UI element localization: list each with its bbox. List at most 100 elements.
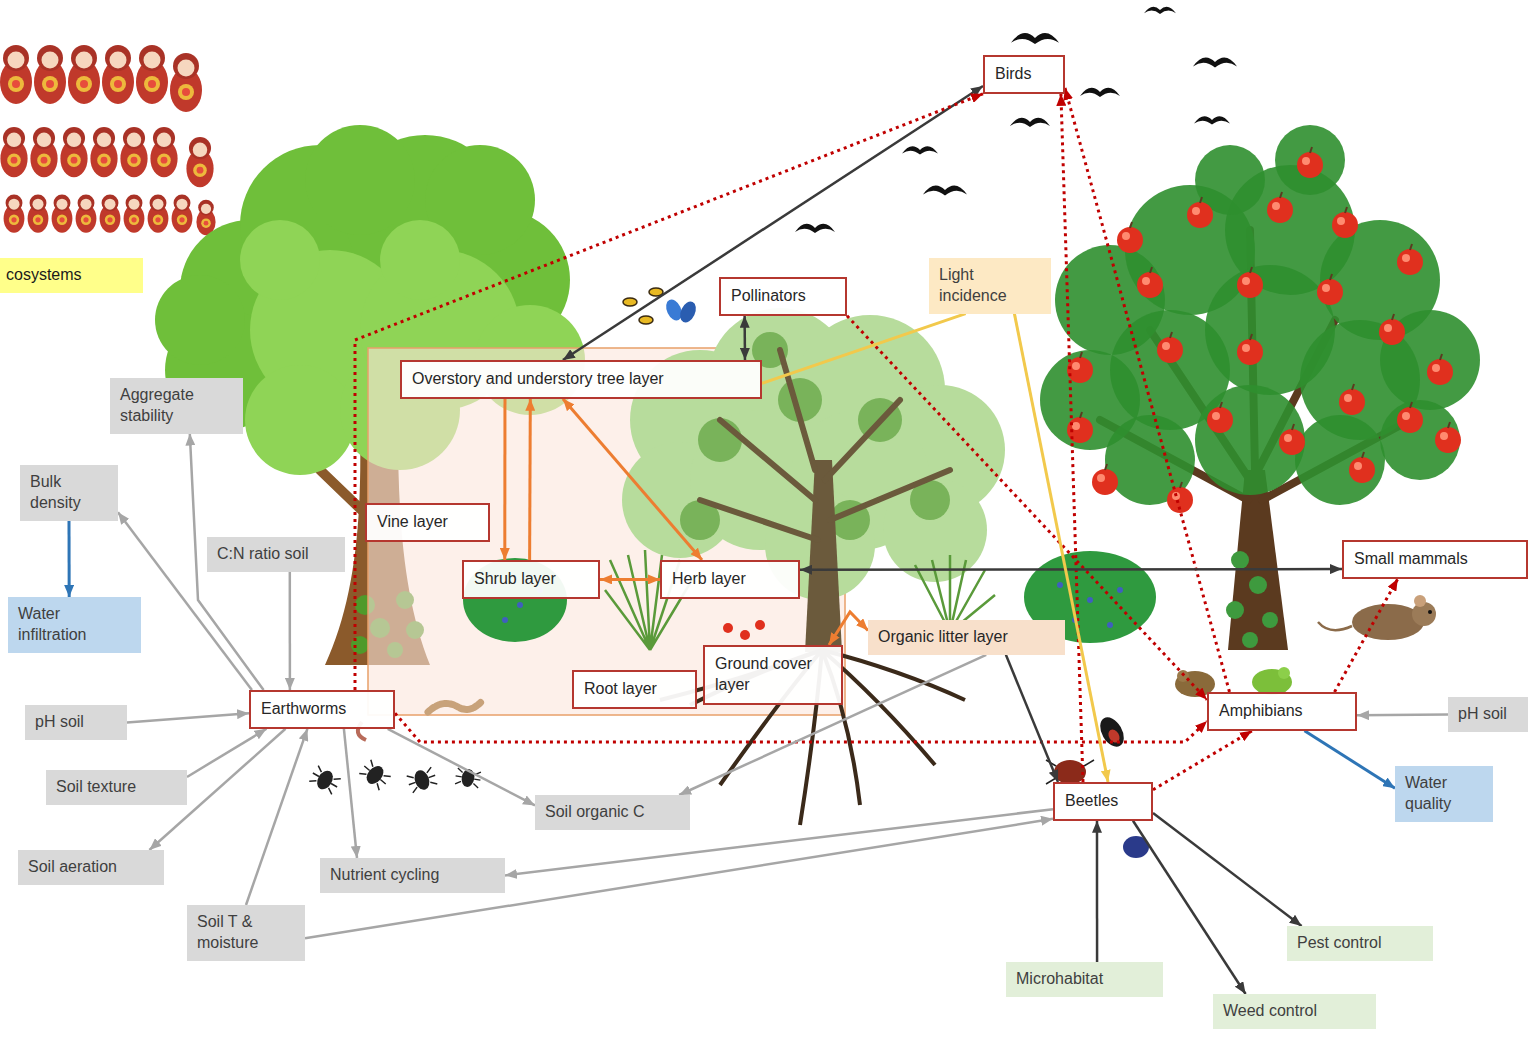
matryoshka-dolls (76, 194, 97, 232)
apple-tree (1242, 632, 1258, 648)
factor-box: Light incidence (929, 258, 1051, 314)
apple-tree (1427, 354, 1453, 385)
apple-tree (1117, 222, 1143, 253)
node-label: Nutrient cycling (330, 865, 495, 886)
connector-arrow (600, 578, 660, 581)
matryoshka-dolls (100, 194, 121, 232)
small-mammal (1412, 602, 1436, 626)
node-label: Amphibians (1219, 701, 1345, 722)
soil-animals (358, 758, 392, 791)
node-label: pH soil (1458, 704, 1518, 725)
connector-arrow (1357, 713, 1448, 716)
pollinator-insects (623, 288, 699, 325)
node-label: Microhabitat (1016, 969, 1153, 990)
shrubs (517, 602, 523, 608)
connector-arrow (1006, 655, 1058, 782)
node-label: Soil organic C (545, 802, 680, 823)
layer-box: Vine layer (365, 503, 490, 542)
matryoshka-dolls (60, 127, 87, 177)
matryoshka-dolls (136, 45, 168, 104)
grasses (723, 623, 733, 633)
service-box: Water infiltration (8, 597, 141, 653)
apple-tree (1349, 452, 1375, 483)
large-tree (155, 275, 245, 365)
apple-tree (1297, 147, 1323, 178)
soil-property-box: pH soil (1448, 697, 1528, 732)
birds (795, 224, 835, 233)
biota-box: Birds (983, 55, 1065, 94)
node-label: Ground cover layer (715, 654, 831, 696)
connector-arrow (344, 729, 357, 858)
apple-tree (1332, 207, 1358, 238)
connector-arrow (187, 729, 267, 777)
node-label: Soil T & moisture (197, 912, 295, 954)
layer-box: Organic litter layer (868, 620, 1065, 655)
connector-arrow (1065, 88, 1230, 692)
section-label: cosystems (0, 258, 143, 293)
middle-tree (698, 418, 742, 462)
apple-tree (1157, 332, 1183, 363)
matryoshka-dolls (148, 194, 169, 232)
node-label: Water quality (1405, 773, 1483, 815)
biota-box: Beetles (1053, 782, 1153, 821)
soil-property-box: Bulk density (20, 465, 118, 521)
node-label: Pollinators (731, 286, 835, 307)
matryoshka-dolls (34, 45, 66, 104)
soil-property-box: Soil organic C (535, 795, 690, 830)
biota-box: Pollinators (719, 277, 847, 316)
apple-tree (1195, 385, 1305, 495)
apple-tree (1040, 125, 1480, 505)
connector-arrow (355, 94, 983, 690)
node-label: Weed control (1223, 1001, 1366, 1022)
matryoshka-dolls (102, 45, 134, 104)
connector-arrow (528, 399, 532, 560)
connector-group (69, 86, 1448, 994)
birds (1144, 7, 1176, 14)
soil-property-box: C:N ratio soil (207, 537, 345, 572)
service-box: Water quality (1395, 766, 1493, 822)
apple-tree (1237, 267, 1263, 298)
apple-tree (1317, 274, 1343, 305)
matryoshka-dolls (172, 194, 193, 232)
soil-property-box: Nutrient cycling (320, 858, 505, 893)
biota-box: Amphibians (1207, 692, 1357, 731)
matryoshka-dolls (120, 127, 147, 177)
connector-arrow (1153, 813, 1302, 926)
soil-property-box: Soil aeration (18, 850, 164, 885)
matryoshka-dolls (0, 45, 32, 104)
matryoshka-dolls (124, 194, 145, 232)
apple-tree (1262, 612, 1278, 628)
matryoshka-dolls (52, 194, 73, 232)
matryoshka-dolls (170, 53, 202, 112)
node-label: Organic litter layer (878, 627, 1055, 648)
node-label: Water infiltration (18, 604, 131, 646)
matryoshka-dolls (68, 45, 100, 104)
biota-box: Small mammals (1342, 540, 1528, 579)
apple-tree (1435, 422, 1461, 453)
matryoshka-dolls (4, 194, 25, 232)
apple-tree (1279, 424, 1305, 455)
matryoshka-dolls (196, 200, 215, 235)
matryoshka-dolls (90, 127, 117, 177)
apple-tree (1226, 551, 1278, 648)
connector-arrow (1153, 731, 1252, 790)
birds (795, 7, 1237, 233)
node-label: Bulk density (30, 472, 108, 514)
soil-animals (405, 766, 438, 794)
connector-arrow (127, 713, 249, 722)
birds (902, 146, 938, 154)
matryoshka-dolls (0, 127, 27, 177)
connector-arrow (289, 572, 292, 690)
connector-arrow (68, 521, 71, 597)
middle-tree (805, 460, 842, 652)
connector-arrow (1305, 731, 1396, 788)
node-label: Pest control (1297, 933, 1423, 954)
apple-tree (1397, 244, 1423, 275)
amphibian-figures (1278, 667, 1290, 679)
node-label: Vine layer (377, 512, 478, 533)
matryoshka-dolls (0, 30, 225, 242)
apple-tree (1231, 551, 1249, 569)
connector-arrow (388, 729, 535, 806)
